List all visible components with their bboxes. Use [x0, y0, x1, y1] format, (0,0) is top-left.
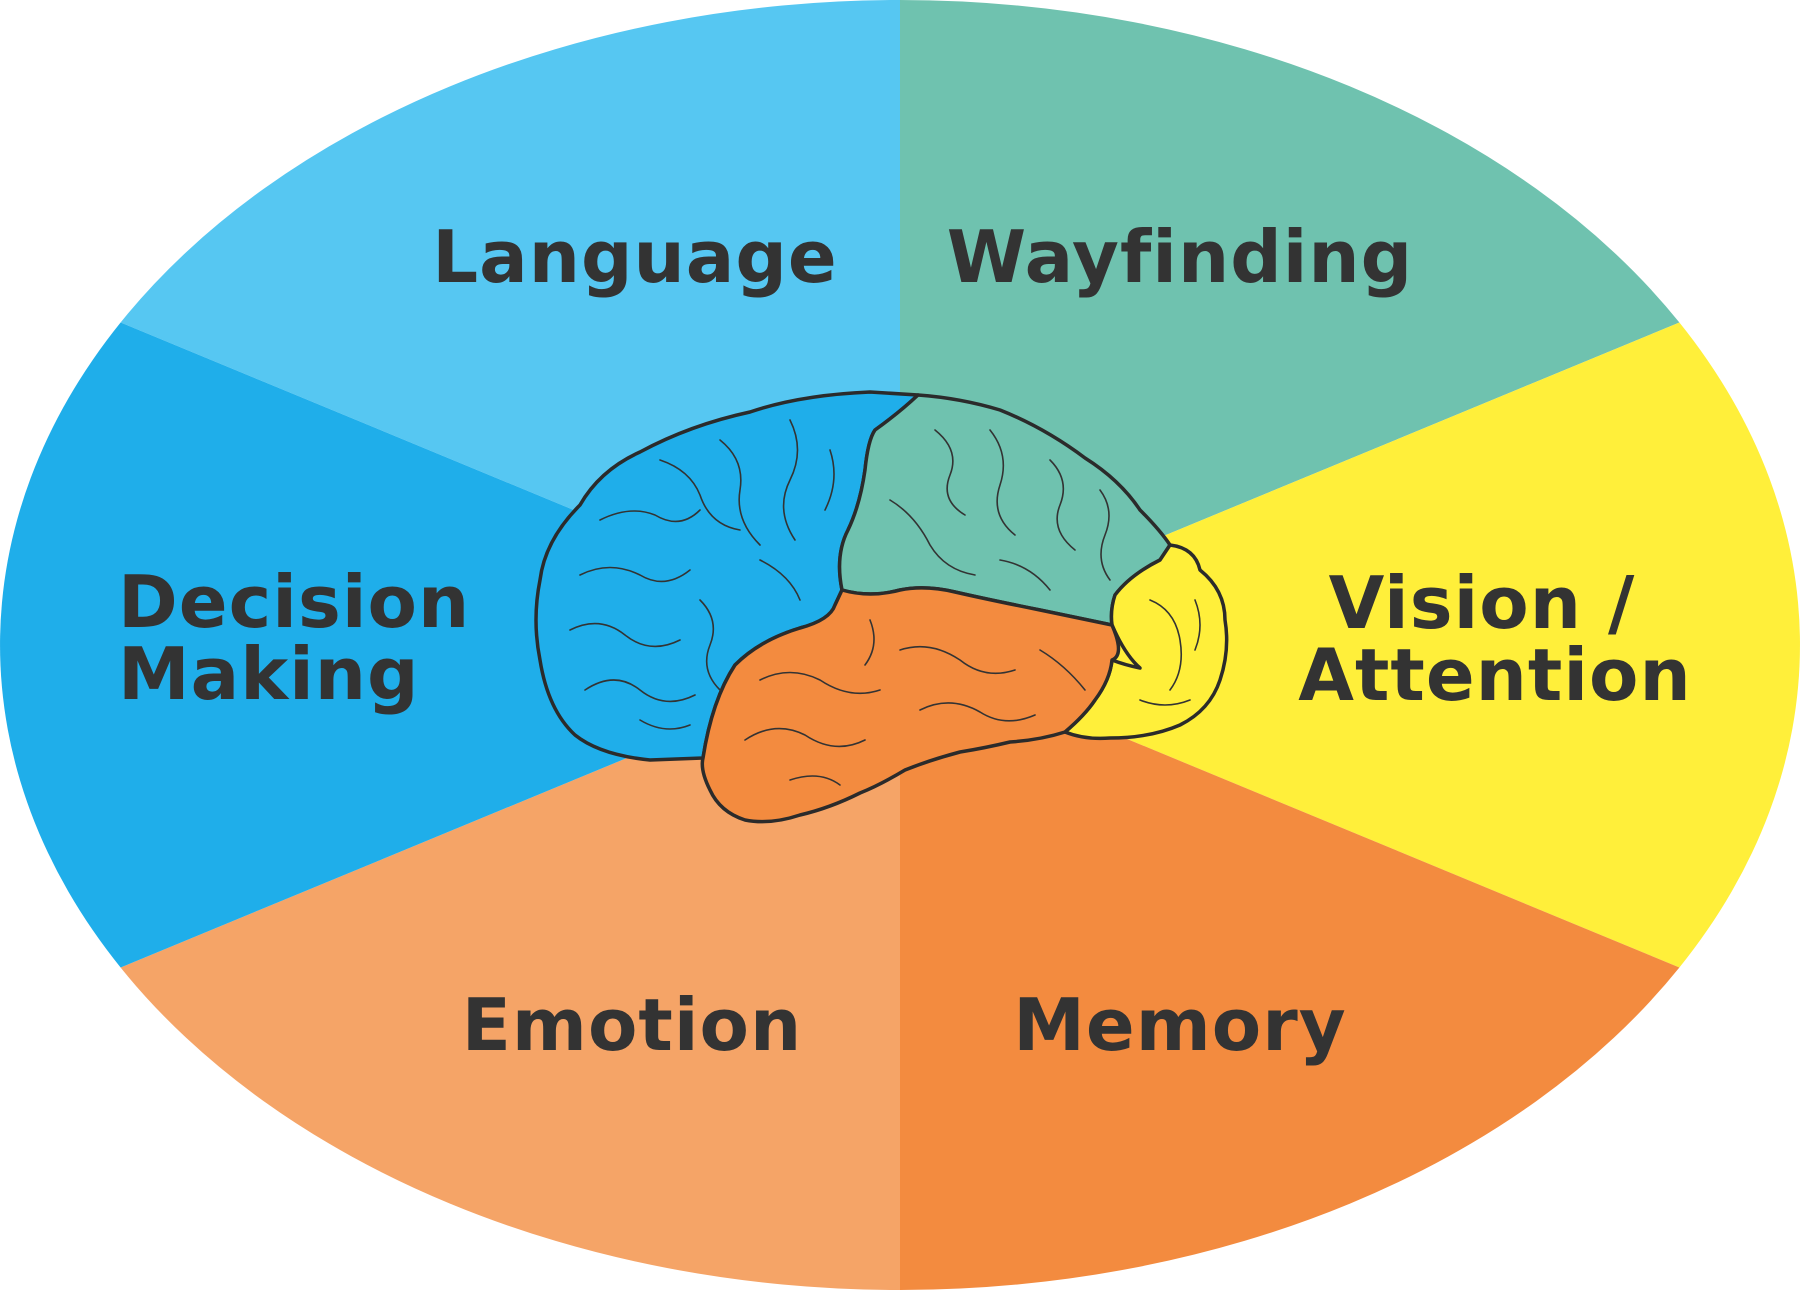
segment-labels: Language Wayfinding Vision / Attention M…: [118, 215, 1691, 1067]
label-memory: Memory: [1013, 983, 1346, 1067]
segment-vision-attention: [900, 322, 1800, 968]
segment-memory: [900, 645, 1680, 1290]
label-decision-line-2: Making: [118, 632, 420, 716]
label-emotion: Emotion: [462, 983, 803, 1067]
brain-temporal-lobe: [700, 586, 1121, 824]
segment-emotion: [120, 645, 901, 1290]
label-vision-attention: Vision / Attention: [1298, 561, 1691, 717]
label-vision-line-1: Vision /: [1329, 561, 1636, 645]
label-language: Language: [432, 215, 837, 299]
label-wayfinding: Wayfinding: [947, 215, 1413, 299]
brain-folds: [569, 419, 1201, 786]
label-memory-line-1: Memory: [1013, 983, 1346, 1067]
label-language-line-1: Language: [432, 215, 837, 299]
label-decision-making: Decision Making: [118, 560, 496, 716]
label-emotion-line-1: Emotion: [462, 983, 803, 1067]
segment-decision-making: [0, 322, 901, 968]
label-vision-line-2: Attention: [1298, 633, 1691, 717]
label-decision-line-1: Decision: [118, 560, 470, 644]
label-wayfinding-line-1: Wayfinding: [947, 215, 1413, 299]
brain-illustration: [534, 390, 1229, 824]
